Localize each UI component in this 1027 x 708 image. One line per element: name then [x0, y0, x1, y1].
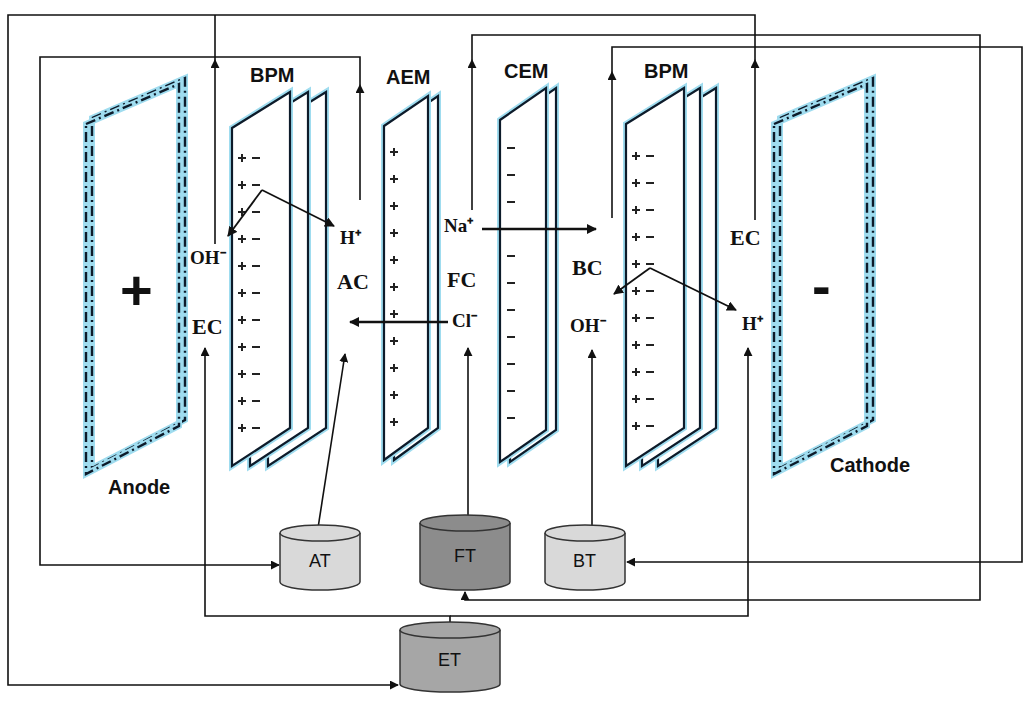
electrode-label: Cathode	[830, 454, 910, 476]
cathode-electrode: -Cathode	[768, 72, 880, 476]
anode-electrode: +Anode	[80, 72, 192, 476]
ion-label: Na⁺	[444, 216, 473, 237]
anion-exchange-membrane: AEM	[382, 92, 446, 472]
ion-label: OH⁻	[190, 248, 226, 269]
bipolar-membrane: BPM	[228, 88, 340, 472]
acid-tank: AT	[280, 525, 360, 590]
pipe	[754, 60, 756, 220]
membrane-label: BPM	[644, 60, 688, 82]
pipe	[40, 57, 360, 565]
electrode-label: Anode	[108, 476, 170, 498]
pipe	[467, 348, 469, 518]
pipe	[612, 47, 1022, 562]
pipe	[611, 72, 613, 218]
compartment-label: BC	[572, 256, 603, 280]
membrane-outline	[382, 92, 446, 472]
tank-label: ET	[438, 651, 461, 671]
base-tank: BT	[545, 525, 625, 590]
cation-exchange-membrane: CEM	[498, 84, 566, 476]
polarity-sign: +	[120, 262, 153, 318]
membrane-label: BPM	[250, 64, 294, 86]
polarity-sign: -	[812, 258, 831, 314]
pipe	[471, 60, 473, 210]
pipe	[465, 35, 980, 600]
membrane-outline	[498, 84, 566, 476]
compartment-label: EC	[730, 226, 761, 250]
feed-tank: FT	[420, 515, 510, 590]
membrane-label: AEM	[386, 66, 430, 88]
pipe	[8, 15, 755, 685]
membrane-label: CEM	[504, 60, 548, 82]
pipe	[214, 60, 216, 244]
ion-label: OH⁻	[570, 316, 606, 337]
bipolar-membrane: BPM	[622, 84, 726, 476]
membrane-outline	[228, 88, 340, 472]
tank-label: AT	[309, 552, 331, 572]
ion-label: Cl⁻	[452, 311, 477, 332]
tank-label: FT	[454, 547, 476, 567]
membrane-outline	[622, 84, 726, 476]
compartment-label: FC	[447, 268, 476, 292]
ion-label: H⁺	[340, 228, 361, 249]
tank-label: BT	[573, 552, 596, 572]
compartment-label: AC	[337, 270, 369, 294]
pipe	[359, 85, 361, 200]
pipe	[591, 350, 593, 526]
compartment-label: EC	[192, 315, 223, 339]
electrode-rinse-tank: ET	[400, 622, 500, 692]
ion-label: H⁺	[742, 314, 763, 335]
